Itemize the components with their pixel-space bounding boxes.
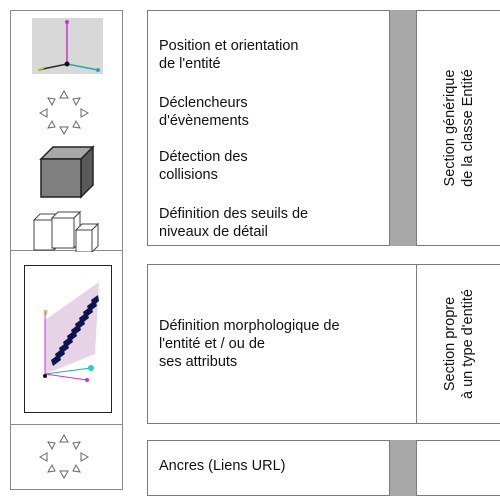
generic-items-box: Position et orientation de l'entité Décl… bbox=[147, 10, 390, 246]
lod-boxes-icon bbox=[30, 208, 100, 252]
axes-gizmo-icon bbox=[30, 16, 105, 76]
anchors-bracket-bar bbox=[389, 440, 417, 496]
item-morphology-definition: Définition morphologique de l'entité et … bbox=[159, 318, 340, 370]
item-collision-detection: Détection des collisions bbox=[159, 149, 248, 183]
type-specific-items-box: Définition morphologique de l'entité et … bbox=[147, 264, 417, 424]
type-specific-section-label-box: Section propre à un type d'entité bbox=[416, 264, 500, 424]
item-anchors: Ancres (Liens URL) bbox=[159, 458, 286, 474]
type-specific-section-label: Section propre à un type d'entité bbox=[441, 289, 476, 399]
item-event-triggers: Déclencheurs d'évènements bbox=[159, 95, 249, 129]
item-position-orientation: Position et orientation de l'entité bbox=[159, 38, 299, 72]
icon-column-divider bbox=[10, 250, 123, 251]
generic-section-label: Section générique de la classe Entité bbox=[441, 69, 476, 187]
icon-column-divider bbox=[10, 424, 123, 425]
collision-cube-icon bbox=[37, 143, 97, 199]
generic-section-label-box: Section générique de la classe Entité bbox=[416, 10, 500, 246]
morphology-shape-frame bbox=[24, 265, 112, 413]
anchors-section-label-box bbox=[416, 440, 500, 496]
trigger-arrows-icon bbox=[36, 88, 92, 136]
generic-bracket-bar bbox=[389, 10, 417, 246]
anchor-arrows-icon bbox=[36, 432, 92, 480]
item-lod-thresholds: Définition des seuils de niveaux de déta… bbox=[159, 206, 309, 240]
anchors-items-box: Ancres (Liens URL) bbox=[147, 440, 390, 496]
morphology-shape-icon bbox=[43, 282, 99, 382]
